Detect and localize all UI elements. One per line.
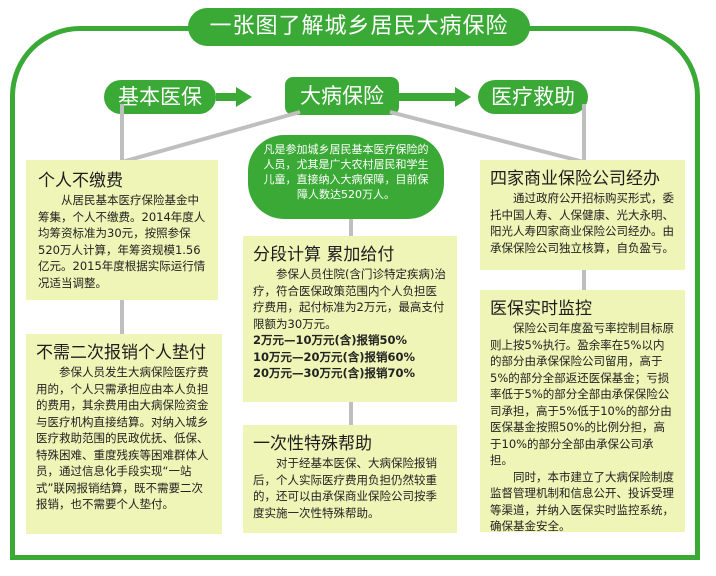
section-body: 从居民基本医疗保险基金中筹集，个人不缴费。2014年度人均筹资标准为30元，按照… <box>38 193 206 290</box>
arrow-right-icon <box>455 87 471 107</box>
section-four-insurers: 四家商业保险公司经办 通过政府公开招标购买形式，委托中国人寿、人保健康、光大永明… <box>480 160 685 270</box>
connector-line <box>582 270 586 290</box>
section-body: 对于经基本医保、大病保险报销后，个人实际医疗费用负担仍然较重的，还可以由承保商业… <box>253 456 437 520</box>
connector-line <box>349 218 353 236</box>
connector-line <box>349 402 353 425</box>
connector-line <box>582 104 586 160</box>
section-body: 同时，本市建立了大病保险制度监督管理机制和信息公开、投诉受理等渠道，并纳入医保实… <box>490 469 674 534</box>
connector-diagonal-left <box>121 110 301 164</box>
section-no-reimbursement-advance: 不需二次报销个人垫付 参保人员发生大病保险医疗费用的，个人只需承担应由本人负担的… <box>26 334 222 534</box>
reimbursement-rate-row: 2万元—10万元(含)报销50% <box>253 333 408 347</box>
arrow-right-icon <box>236 87 252 107</box>
section-body: 通过政府公开招标购买形式，委托中国人寿、人保健康、光大永明、阳光人寿四家商业保险… <box>490 191 674 255</box>
section-body: 参保人员住院(含门诊特定疾病)治疗，符合医保政策范围内个人负担医疗费用，起付标准… <box>253 267 446 331</box>
section-no-personal-payment: 个人不缴费 从居民基本医疗保险基金中筹集，个人不缴费。2014年度人均筹资标准为… <box>26 160 218 300</box>
section-heading: 四家商业保险公司经办 <box>490 169 660 189</box>
coverage-note-bubble: 凡是参加城乡居民基本医疗保险的人员，尤其是广大农村居民和学生儿童，直接纳入大病保… <box>248 135 444 219</box>
reimbursement-rate-row: 20万元—30万元(含)报销70% <box>253 366 416 380</box>
section-heading: 分段计算 累加给付 <box>253 245 395 265</box>
section-one-time-assistance: 一次性特殊帮助 对于经基本医保、大病保险报销后，个人实际医疗费用负担仍然较重的，… <box>243 425 457 533</box>
nav-major-illness-insurance: 大病保险 <box>285 77 399 115</box>
connector-diagonal-right <box>389 110 585 164</box>
section-heading: 医保实时监控 <box>490 299 592 319</box>
section-body: 参保人员发生大病保险医疗费用的，个人只需承担应由本人负担的费用，其余费用由大病保… <box>36 365 209 511</box>
section-real-time-monitoring: 医保实时监控 保险公司年度盈亏率控制目标原则上按5%执行。盈余率在5%以内的部分… <box>480 290 685 534</box>
section-heading: 个人不缴费 <box>38 171 123 191</box>
reimbursement-rate-row: 10万元—20万元(含)报销60% <box>253 349 416 364</box>
connector-line <box>120 300 124 334</box>
section-heading: 不需二次报销个人垫付 <box>36 343 206 363</box>
frame-bottom-border <box>10 555 700 560</box>
nav-medical-aid: 医疗救助 <box>478 80 588 114</box>
section-body: 保险公司年度盈亏率控制目标原则上按5%执行。盈余率在5%以内的部分由承保保险公司… <box>490 321 674 467</box>
section-heading: 一次性特殊帮助 <box>253 434 372 454</box>
page-title: 一张图了解城乡居民大病保险 <box>188 8 530 46</box>
section-segmented-calculation: 分段计算 累加给付 参保人员住院(含门诊特定疾病)治疗，符合医保政策范围内个人负… <box>243 236 457 402</box>
connector-line <box>120 104 124 162</box>
connector-right <box>399 93 457 101</box>
connector-left <box>216 93 238 101</box>
